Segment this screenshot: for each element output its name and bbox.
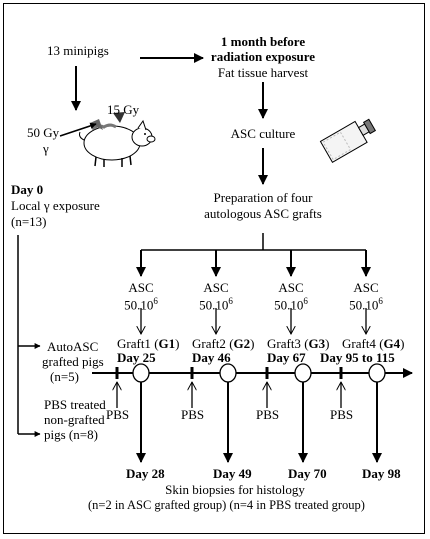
dose-low-marker bbox=[113, 112, 125, 123]
month-before-label-1: 1 month before bbox=[220, 34, 306, 49]
preparation-label-2: autologous ASC grafts bbox=[204, 206, 322, 221]
graft-day-2: Day 46 bbox=[192, 350, 231, 365]
pbs-group-label-1: PBS treated bbox=[44, 397, 106, 412]
asc-culture-label: ASC culture bbox=[230, 126, 296, 141]
biopsy-day-4: Day 98 bbox=[362, 466, 401, 481]
biopsy-day-3: Day 70 bbox=[288, 466, 327, 481]
diagram-frame bbox=[3, 3, 425, 534]
biopsy-day-2: Day 49 bbox=[213, 466, 252, 481]
graft-label-2: Graft2 (G2) bbox=[192, 336, 255, 351]
graft-label-3: Graft3 (G3) bbox=[267, 336, 330, 351]
timeline-ticks bbox=[115, 367, 343, 379]
asc-label-4: ASC bbox=[353, 280, 379, 295]
biopsy-circles bbox=[132, 363, 386, 383]
biopsy-note-1: Skin biopsies for histology bbox=[165, 482, 305, 497]
fat-harvest-label: Fat tissue harvest bbox=[217, 65, 309, 80]
gamma-beam-arrow bbox=[59, 122, 97, 137]
biopsy-day-1: Day 28 bbox=[126, 466, 165, 481]
asc-dose-3: 50.106 bbox=[274, 296, 308, 313]
day0-label: Day 0 bbox=[11, 182, 44, 197]
n-total-label: (n=13) bbox=[11, 214, 47, 229]
gamma-label: γ bbox=[43, 141, 49, 156]
graft-day-3: Day 67 bbox=[267, 350, 306, 365]
graft-label-1: Graft1 (G1) bbox=[117, 336, 180, 351]
dose-high-label: 50 Gy bbox=[27, 125, 60, 140]
asc-label-2: ASC bbox=[203, 280, 229, 295]
graft-day-1: Day 25 bbox=[117, 350, 156, 365]
pbs-group-label-2: non-grafted bbox=[44, 412, 105, 427]
pbs-label-1: PBS bbox=[106, 407, 130, 422]
minipigs-label: 13 minipigs bbox=[47, 43, 109, 58]
dose-low-label: 15 Gy bbox=[107, 102, 140, 117]
culture-flask-icon bbox=[319, 118, 377, 163]
graft-label-4: Graft4 (G4) bbox=[342, 336, 405, 351]
pbs-group-label-3: pigs (n=8) bbox=[44, 427, 98, 442]
graft-day-4: Day 95 to 115 bbox=[320, 350, 395, 365]
autoasc-label-2: grafted pigs bbox=[42, 354, 104, 369]
autoasc-label-1: AutoASC bbox=[47, 339, 99, 354]
month-before-label-2: radiation exposure bbox=[210, 49, 316, 64]
asc-label-1: ASC bbox=[128, 280, 154, 295]
exposure-label: Local γ exposure bbox=[11, 198, 100, 213]
pbs-label-4: PBS bbox=[330, 407, 354, 422]
asc-dose-1: 50.106 bbox=[124, 296, 158, 313]
pbs-label-2: PBS bbox=[181, 407, 205, 422]
biopsy-note-2: (n=2 in ASC grafted group) (n=4 in PBS t… bbox=[88, 498, 365, 512]
pbs-label-3: PBS bbox=[256, 407, 280, 422]
asc-dose-4: 50.106 bbox=[349, 296, 383, 313]
asc-dose-2: 50.106 bbox=[199, 296, 233, 313]
autoasc-n-label: (n=5) bbox=[50, 369, 79, 384]
asc-label-3: ASC bbox=[278, 280, 304, 295]
preparation-label-1: Preparation of four bbox=[213, 190, 313, 205]
pig-icon bbox=[79, 119, 156, 167]
